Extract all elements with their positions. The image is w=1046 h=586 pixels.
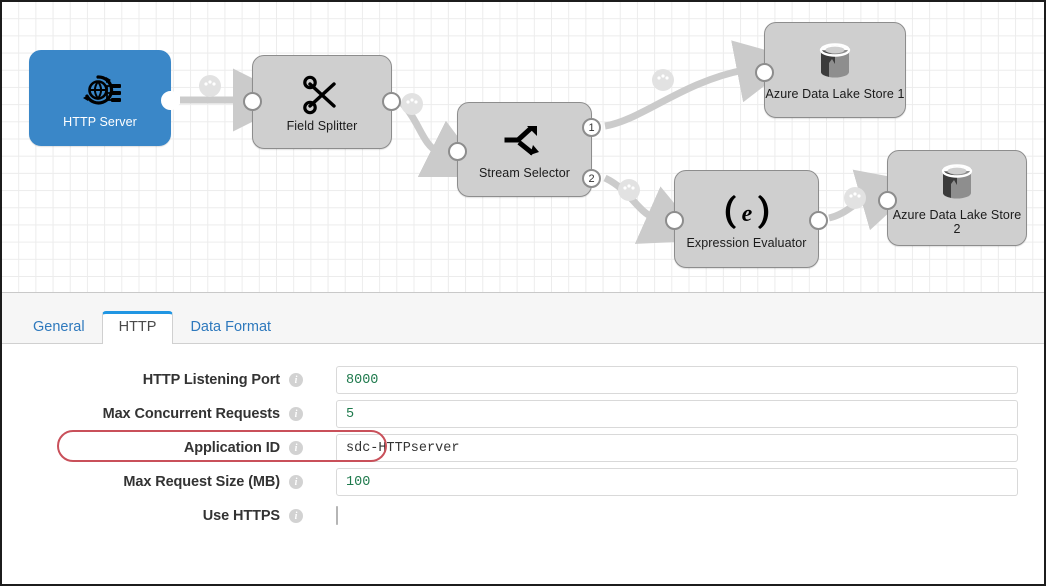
node-output-port[interactable] (161, 91, 180, 110)
max-request-size-input[interactable] (336, 468, 1018, 496)
field-label: Application ID (183, 440, 280, 456)
max-concurrent-requests-input[interactable] (336, 400, 1018, 428)
database-cylinder-icon (937, 161, 977, 207)
node-output-port-2[interactable]: 2 (582, 169, 601, 188)
stage-config-tabstrip: General HTTP Data Format (2, 292, 1044, 344)
stream-selector-icon (503, 119, 547, 165)
node-label: HTTP Server (63, 114, 137, 129)
http-config-form: HTTP Listening Port i Max Concurrent Req… (2, 344, 1044, 584)
node-label: Stream Selector (478, 166, 571, 180)
expression-e-icon: e (723, 189, 771, 235)
info-icon[interactable]: i (289, 441, 303, 455)
scissors-icon (301, 72, 343, 118)
info-icon[interactable]: i (289, 509, 303, 523)
pipeline-node-expression-evaluator[interactable]: e Expression Evaluator (665, 170, 828, 268)
http-listening-port-input[interactable] (336, 366, 1018, 394)
pipeline-node-azure-data-lake-store-1[interactable]: Azure Data Lake Store 1 (755, 22, 906, 118)
node-input-port[interactable] (243, 92, 262, 111)
form-row-max-request-size: Max Request Size (MB) i (2, 465, 1044, 499)
form-row-use-https: Use HTTPS i (2, 499, 1044, 533)
application-id-input[interactable] (336, 434, 1018, 462)
form-row-http-listening-port: HTTP Listening Port i (2, 363, 1044, 397)
node-input-port[interactable] (878, 191, 897, 210)
pipeline-edges (180, 40, 922, 244)
node-input-port[interactable] (755, 63, 774, 82)
node-output-port[interactable] (809, 211, 828, 230)
node-label: Expression Evaluator (686, 235, 807, 250)
form-row-application-id: Application ID i (2, 431, 1044, 465)
field-label: Max Concurrent Requests (102, 406, 280, 422)
pipeline-canvas[interactable]: HTTP Server Field Splitter (2, 2, 1044, 292)
pipeline-node-http-server[interactable]: HTTP Server (29, 50, 180, 146)
node-output-port[interactable] (382, 92, 401, 111)
gauge-meter-icon (199, 69, 866, 209)
info-icon[interactable]: i (289, 373, 303, 387)
node-input-port[interactable] (665, 211, 684, 230)
tab-general[interactable]: General (33, 319, 85, 335)
node-label: Azure Data Lake Store 1 (765, 86, 905, 101)
pipeline-node-azure-data-lake-store-2[interactable]: Azure Data Lake Store 2 (878, 150, 1027, 246)
use-https-checkbox[interactable] (336, 506, 338, 525)
node-label: Field Splitter (286, 118, 358, 133)
pipeline-node-stream-selector[interactable]: Stream Selector 1 2 (448, 102, 601, 197)
node-label: Azure Data Lake Store 2 (892, 207, 1022, 236)
pipeline-node-field-splitter[interactable]: Field Splitter (243, 55, 401, 149)
tab-data-format[interactable]: Data Format (190, 319, 272, 335)
info-icon[interactable]: i (289, 407, 303, 421)
form-row-max-concurrent-requests: Max Concurrent Requests i (2, 397, 1044, 431)
tab-http[interactable]: HTTP (101, 311, 174, 344)
http-server-icon (76, 68, 124, 114)
field-label: HTTP Listening Port (142, 372, 280, 388)
database-cylinder-icon (815, 40, 855, 86)
svg-text:e: e (741, 201, 752, 227)
field-label: Max Request Size (MB) (123, 474, 280, 490)
node-output-port-1[interactable]: 1 (582, 118, 601, 137)
info-icon[interactable]: i (289, 475, 303, 489)
field-label: Use HTTPS (202, 508, 280, 524)
node-input-port[interactable] (448, 142, 467, 161)
tab-list: General HTTP Data Format (2, 311, 1044, 344)
